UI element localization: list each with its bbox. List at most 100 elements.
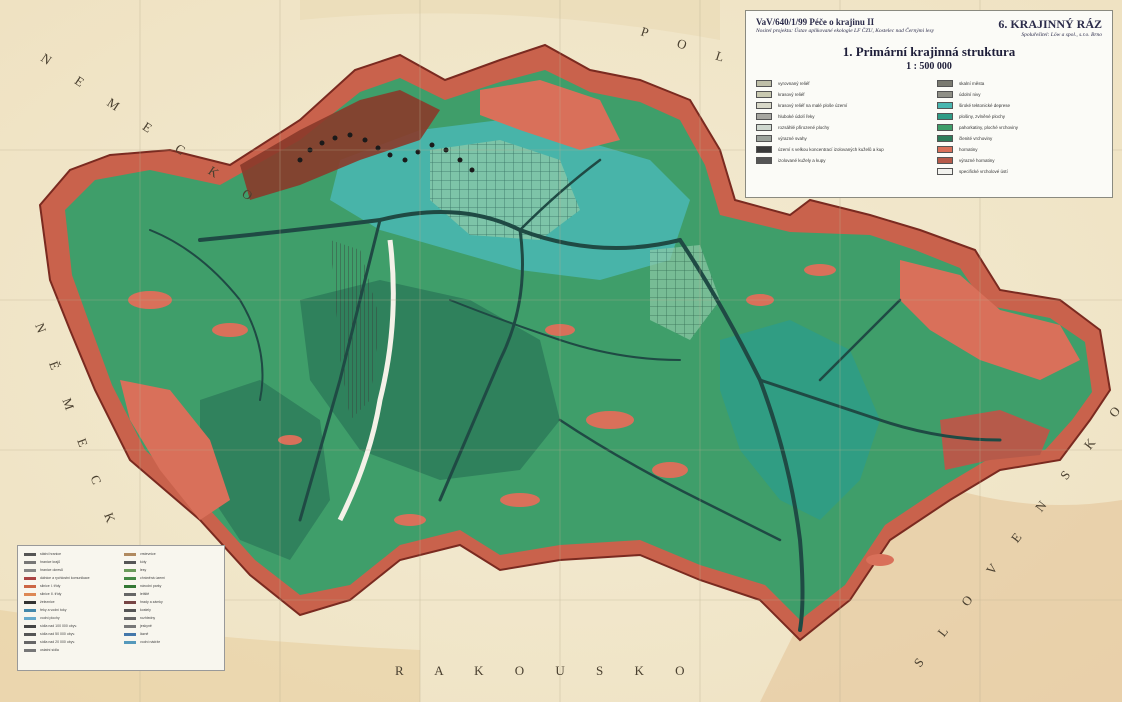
legend-swatch <box>24 624 36 628</box>
legend-item: vodní plochy <box>24 614 118 622</box>
mountains-north-west <box>240 90 440 200</box>
legend-item: sídla nad 20 000 obyv. <box>24 638 118 646</box>
legend-swatch <box>124 592 136 596</box>
legend-swatch <box>756 146 772 153</box>
legend-item-label: státní hranice <box>40 552 62 556</box>
project-code: VaV/640/1/99 Péče o krajinu II <box>756 17 875 27</box>
legend-swatch <box>756 102 772 109</box>
legend-swatch <box>24 640 36 644</box>
legend-item-label: plošiny, zvlněné plochy <box>959 114 1005 119</box>
legend-item-label: výrazné svahy <box>778 136 807 141</box>
legend-swatch <box>24 576 36 580</box>
project-leader: Nositel projektu: Ústav aplikované ekolo… <box>756 28 935 34</box>
legend-item: sídla nad 50 000 obyv. <box>24 630 118 638</box>
legend-swatch <box>124 632 136 636</box>
legend-project-block: VaV/640/1/99 Péče o krajinu II Nositel p… <box>756 17 966 34</box>
legend-swatch <box>756 124 772 131</box>
river-network <box>149 158 1002 632</box>
legend-swatch <box>756 80 772 87</box>
legend-swatch <box>937 80 953 87</box>
legend-swatch <box>124 624 136 628</box>
legend-swatch <box>756 91 772 98</box>
map-legend: VaV/640/1/99 Péče o krajinu II Nositel p… <box>745 10 1113 198</box>
legend-header: VaV/640/1/99 Péče o krajinu II Nositel p… <box>756 17 1102 38</box>
legend-item-label: krasový reliéf na malé ploše území <box>778 103 848 108</box>
legend-item-label: pahorkatiny, ploché vrchoviny <box>959 125 1018 130</box>
legend-item-label: vrstevnice <box>140 552 156 556</box>
legend-item: rozhledny <box>124 614 218 622</box>
legend-item: železnice <box>24 598 118 606</box>
legend-swatch <box>124 560 136 564</box>
isolated-cones-dots <box>297 132 475 173</box>
legend-item: široké tektonické deprese <box>937 100 1102 111</box>
legend-swatch <box>937 135 953 142</box>
legend-swatch <box>24 584 36 588</box>
legend-swatch <box>937 91 953 98</box>
legend-swatch <box>24 608 36 612</box>
grid-hatched-east <box>650 245 720 340</box>
legend-item-label: kostely <box>140 608 151 612</box>
topo-right-column: vrstevnice kóty lesy chráněná území národní … <box>124 550 218 654</box>
legend-item-label: silnice I. třídy <box>40 584 61 588</box>
legend-swatch <box>24 552 36 556</box>
label-rakousko: R A K O U S K O <box>395 663 699 678</box>
legend-item-label: chráněná území <box>140 576 166 580</box>
legend-item: silnice I. třídy <box>24 582 118 590</box>
legend-item-label: izolované kužely a kupy <box>778 158 826 163</box>
legend-item-label: hluboké údolí řeky <box>778 114 815 119</box>
northern-lowland-area <box>300 0 720 40</box>
legend-item: členité vrchoviny <box>937 133 1102 144</box>
legend-item: sídla nad 100 000 obyv. <box>24 622 118 630</box>
legend-swatch <box>124 600 136 604</box>
mountains-east <box>900 260 1080 380</box>
legend-item-label: specifické vrcholové ústí <box>959 169 1008 174</box>
legend-item-label: vyrovnaný reliéf <box>778 81 810 86</box>
legend-swatch <box>24 568 36 572</box>
legend-item-label: hranice okresů <box>40 568 63 572</box>
legend-item-label: hrady a zámky <box>140 600 163 604</box>
legend-item: hluboké údolí řeky <box>756 111 921 122</box>
legend-swatch <box>124 640 136 644</box>
legend-item-label: národní parky <box>140 584 162 588</box>
legend-item: pahorkatiny, ploché vrchoviny <box>937 122 1102 133</box>
legend-swatch <box>756 135 772 142</box>
legend-item: plošiny, zvlněné plochy <box>937 111 1102 122</box>
coworker: Spoluřešitel: Löw a spol., s.r.o. Brno <box>1021 32 1102 38</box>
legend-item-label: vodní plochy <box>40 616 60 620</box>
map-title: 1. Primární krajinná struktura <box>842 44 1016 59</box>
legend-swatch <box>937 124 953 131</box>
legend-item-label: sídla nad 100 000 obyv. <box>40 624 77 628</box>
legend-item-label: rozsáhlé přirozené plochy <box>778 125 830 130</box>
legend-swatch <box>24 600 36 604</box>
legend-item: jeskyně <box>124 622 218 630</box>
legend-item: rozsáhlé přirozené plochy <box>756 122 921 133</box>
legend-item: území s velkou koncentrací izolovaných k… <box>756 144 921 155</box>
legend-swatch <box>937 157 953 164</box>
map-scale: 1 : 500 000 <box>906 61 952 72</box>
legend-swatch <box>24 648 36 652</box>
legend-swatch <box>124 584 136 588</box>
highlands-south <box>200 380 330 560</box>
legend-swatch <box>24 616 36 620</box>
legend-item: vodní nádrže <box>124 638 218 646</box>
legend-item-label: jeskyně <box>140 624 152 628</box>
legend-item-label: dálnice a rychlostní komunikace <box>40 576 90 580</box>
legend-item: údolní nivy <box>937 89 1102 100</box>
legend-item-label: členité vrchoviny <box>959 136 993 141</box>
legend-item-label: rozhledny <box>140 616 156 620</box>
legend-swatch <box>24 592 36 596</box>
legend-item-label: údolní nivy <box>959 92 981 97</box>
legend-item: vyrovnaný reliéf <box>756 78 921 89</box>
legend-item: dálnice a rychlostní komunikace <box>24 574 118 582</box>
legend-item-label: výrazné hornatiny <box>959 158 995 163</box>
legend-item-label: lesy <box>140 568 147 572</box>
legend-item: silnice II. třídy <box>24 590 118 598</box>
legend-item-label: kóty <box>140 560 147 564</box>
legend-item: výrazné svahy <box>756 133 921 144</box>
legend-item: specifické vrcholové ústí <box>937 166 1102 177</box>
legend-swatch <box>124 552 136 556</box>
legend-item-label: ostatní sídla <box>40 648 59 652</box>
